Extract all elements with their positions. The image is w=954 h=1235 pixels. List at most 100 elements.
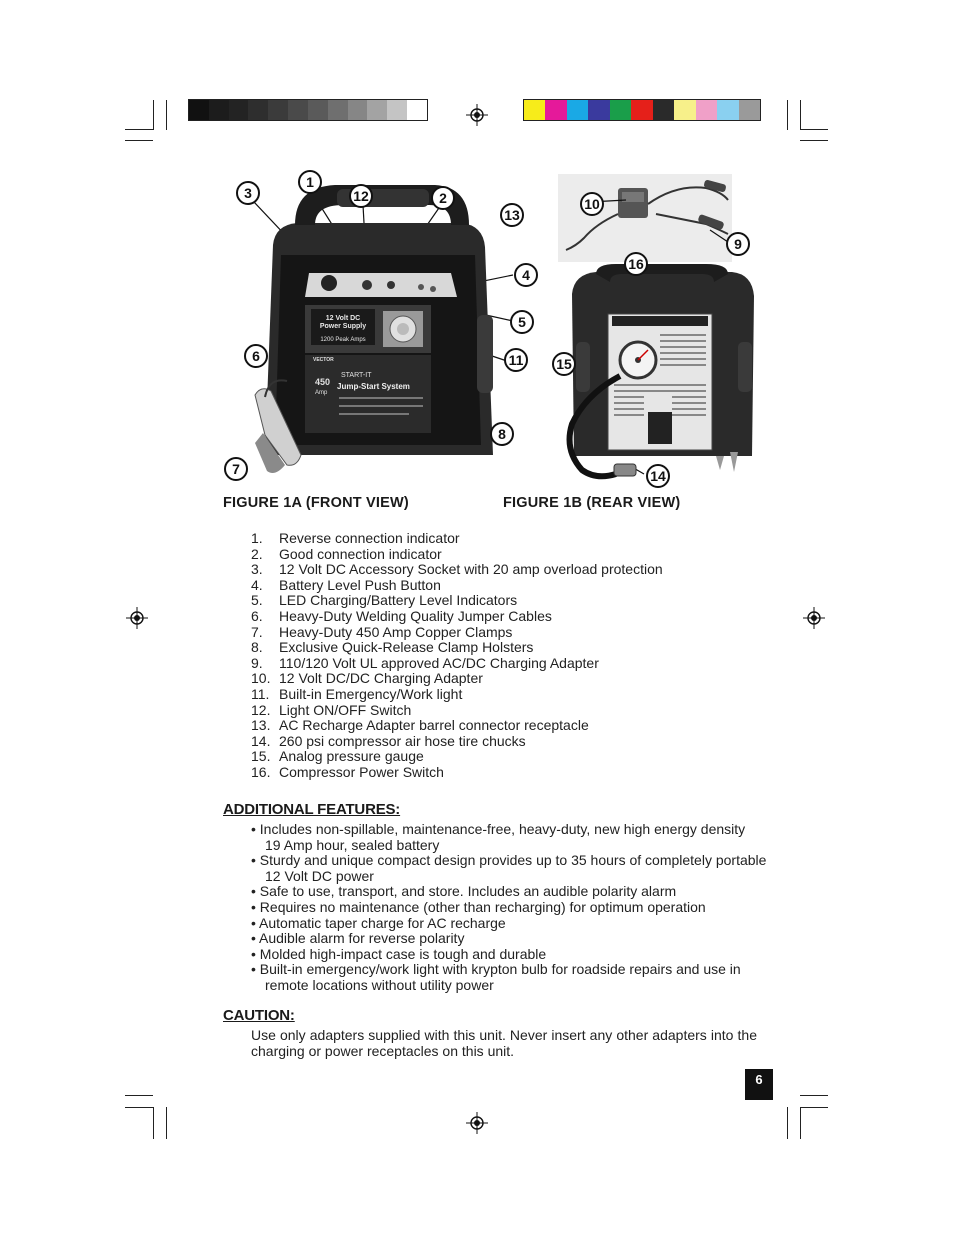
crop-mark xyxy=(800,140,828,141)
registration-target-icon xyxy=(126,607,148,629)
callout-6: 6 xyxy=(244,344,268,368)
callout-8: 8 xyxy=(490,422,514,446)
parts-list-item: 3. 12 Volt DC Accessory Socket with 20 am… xyxy=(251,562,771,578)
parts-list-text: Heavy-Duty 450 Amp Copper Clamps xyxy=(279,623,513,640)
feature-item: 12 Volt DC power xyxy=(265,867,374,884)
color-swatch xyxy=(208,100,229,120)
registration-target-icon xyxy=(466,104,488,126)
color-swatch xyxy=(545,100,567,120)
callout-15: 15 xyxy=(552,352,576,376)
callout-16: 16 xyxy=(624,252,648,276)
callout-12: 12 xyxy=(349,184,373,208)
crop-mark xyxy=(800,1095,828,1096)
rear-view-illustration xyxy=(558,174,754,480)
rear-view-caption: FIGURE 1B (REAR VIEW) xyxy=(503,495,681,511)
parts-list-text: Compressor Power Switch xyxy=(279,763,444,780)
parts-list-text: 260 psi compressor air hose tire chucks xyxy=(279,732,526,749)
parts-list-item: 6. Heavy-Duty Welding Quality Jumper Cabl… xyxy=(251,607,771,625)
color-swatch xyxy=(609,100,632,120)
front-view-illustration: 12 Volt DC Power Supply 1200 Peak Amps 4… xyxy=(252,185,514,473)
crop-mark xyxy=(800,100,801,130)
callout-14: 14 xyxy=(646,464,670,488)
front-product: START-IT xyxy=(341,372,372,379)
callout-9: 9 xyxy=(726,232,750,256)
crop-mark xyxy=(800,1107,828,1108)
front-view-caption: FIGURE 1A (FRONT VIEW) xyxy=(223,495,409,511)
crop-mark xyxy=(153,1107,154,1139)
callout-4: 4 xyxy=(514,263,538,287)
callout-2: 2 xyxy=(431,186,455,210)
callout-7: 7 xyxy=(224,457,248,481)
parts-list-item: 9.110/120 Volt UL approved AC/DC Chargin… xyxy=(251,655,771,672)
color-swatch xyxy=(695,100,718,120)
color-swatch xyxy=(717,100,739,120)
grayscale-color-bar xyxy=(188,99,428,121)
process-color-bar xyxy=(523,99,761,121)
parts-list-item: 8. Exclusive Quick-Release Clamp Holsters xyxy=(251,640,771,656)
color-swatch xyxy=(652,100,675,120)
parts-list-item: 14. 260 psi compressor air hose tire chuc… xyxy=(251,732,771,750)
crop-mark xyxy=(166,100,167,130)
color-swatch xyxy=(367,100,388,120)
parts-list-text: 12 Volt DC/DC Charging Adapter xyxy=(279,670,483,687)
color-swatch xyxy=(307,100,328,120)
parts-list-number: 13. xyxy=(251,717,271,734)
parts-list-text: Heavy-Duty Welding Quality Jumper Cables xyxy=(279,607,552,624)
color-swatch xyxy=(268,100,289,120)
parts-list-text: LED Charging/Battery Level Indicators xyxy=(279,592,518,609)
parts-list-number: 11. xyxy=(251,685,270,702)
feature-item: • Includes non-spillable, maintenance-fr… xyxy=(251,821,746,837)
color-swatch xyxy=(407,100,427,120)
color-swatch xyxy=(347,100,368,120)
color-swatch xyxy=(588,100,610,120)
parts-list-number: 6. xyxy=(251,607,263,624)
parts-list-number: 1. xyxy=(251,530,263,546)
parts-list-text: Battery Level Push Button xyxy=(279,576,441,593)
parts-list-number: 14. xyxy=(251,732,271,749)
parts-list-number: 8. xyxy=(251,639,263,656)
feature-item: • Built-in emergency/work light with kry… xyxy=(251,961,741,978)
callout-11: 11 xyxy=(504,348,528,372)
registration-target-icon xyxy=(466,1112,488,1134)
color-swatch xyxy=(524,100,546,120)
caution-text: Use only adapters supplied with this uni… xyxy=(251,1027,757,1059)
feature-item: • Sturdy and unique compact design provi… xyxy=(251,852,767,869)
parts-list-item: 2. Good connection indicator xyxy=(251,545,771,563)
callout-1: 1 xyxy=(298,170,322,194)
parts-list-number: 2. xyxy=(251,545,263,562)
feature-item: • Automatic taper charge for AC recharge xyxy=(251,914,506,931)
parts-list-item: 16.Compressor Power Switch xyxy=(251,763,771,781)
front-brand: VECTOR xyxy=(313,357,334,363)
parts-list-number: 3. xyxy=(251,561,263,578)
callout-13: 13 xyxy=(500,203,524,227)
parts-list-item: 5.LED Charging/Battery Level Indicators xyxy=(251,593,771,609)
parts-list-item: 4. Battery Level Push Button xyxy=(251,576,771,594)
color-swatch xyxy=(248,100,269,120)
color-swatch xyxy=(738,100,760,120)
color-swatch xyxy=(288,100,308,120)
color-swatch xyxy=(674,100,696,120)
parts-list-item: 7.Heavy-Duty 450 Amp Copper Clamps xyxy=(251,623,771,641)
crop-mark xyxy=(166,1107,167,1139)
parts-list-text: Good connection indicator xyxy=(279,545,442,562)
parts-list-number: 4. xyxy=(251,576,263,593)
crop-mark xyxy=(787,100,788,130)
color-swatch xyxy=(327,100,348,120)
parts-list-text: AC Recharge Adapter barrel connector rec… xyxy=(279,717,589,734)
page-number: 6 xyxy=(745,1069,773,1100)
feature-item: 19 Amp hour, sealed battery xyxy=(265,836,440,853)
color-swatch xyxy=(631,100,653,120)
crop-mark xyxy=(125,129,153,130)
crop-mark xyxy=(153,100,154,130)
parts-list-item: 11.Built-in Emergency/Work light xyxy=(251,685,771,703)
additional-features-heading: ADDITIONAL FEATURES: xyxy=(223,801,401,818)
crop-mark xyxy=(800,129,828,130)
front-amp-unit: Amp xyxy=(315,390,328,396)
parts-list-text: Reverse connection indicator xyxy=(279,530,460,546)
parts-list-number: 10. xyxy=(251,670,271,687)
feature-item: • Molded high-impact case is tough and d… xyxy=(251,945,547,962)
parts-list-text: Exclusive Quick-Release Clamp Holsters xyxy=(279,639,534,656)
parts-list-item: 12.Light ON/OFF Switch xyxy=(251,702,771,719)
feature-item: • Requires no maintenance (other than re… xyxy=(251,898,706,915)
parts-list-text: 12 Volt DC Accessory Socket with 20 amp … xyxy=(279,561,663,578)
